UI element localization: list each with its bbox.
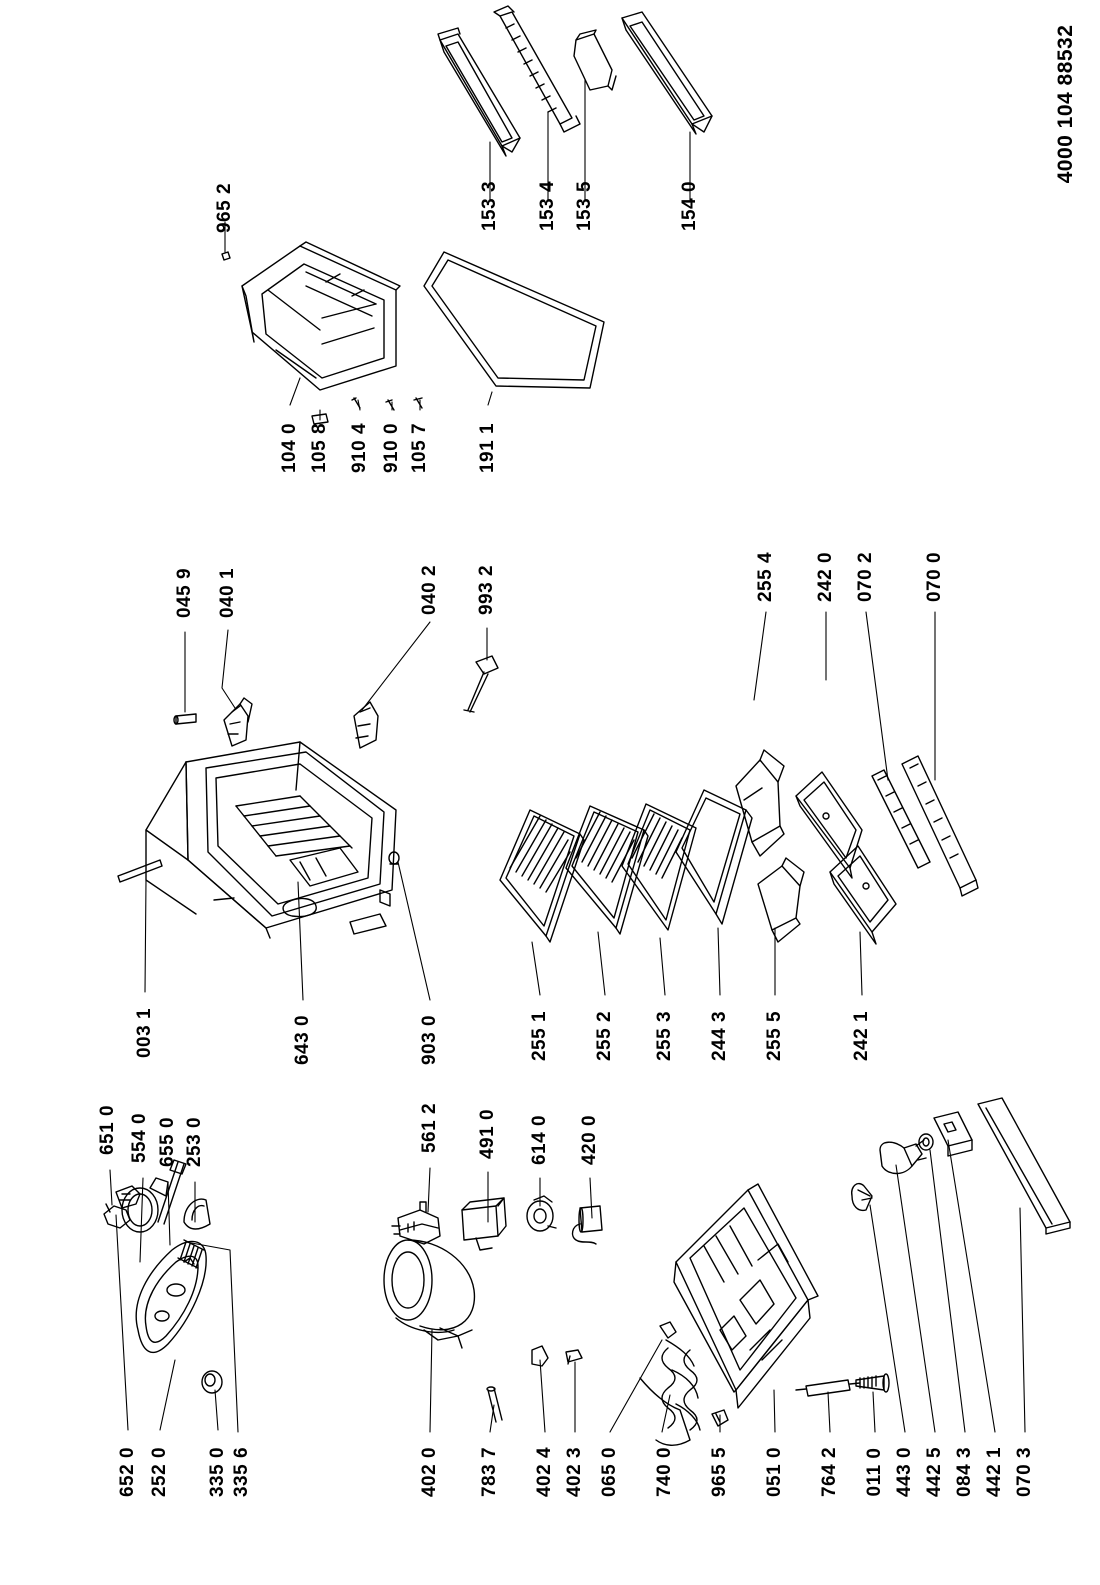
part-drawing-capacitor (571, 1205, 603, 1245)
part-drawing-fan (850, 1182, 873, 1212)
part-drawing-shelf-glass (675, 789, 753, 925)
part-drawing-clips (531, 1345, 583, 1367)
part-drawing-door-shelf-1534 (493, 5, 581, 133)
part-drawing-crisper-small-2 (757, 857, 805, 943)
part-drawing-cover (183, 1198, 211, 1230)
part-drawing-light-housing (135, 1240, 207, 1354)
part-drawing-condenser (639, 1321, 701, 1446)
part-drawing-bracket (933, 1111, 973, 1157)
part-drawing-fan-motor (879, 1139, 927, 1175)
part-drawing-spring (177, 1239, 205, 1269)
part-drawing-grommet (918, 1133, 934, 1151)
part-drawing-compressor (383, 1239, 476, 1349)
part-drawing-crisper-small (735, 749, 785, 857)
part-drawing-relay (391, 1201, 441, 1245)
part-drawing-rail-1 (871, 769, 931, 869)
part-drawing-door (241, 241, 401, 391)
part-drawing-hinge-top (223, 697, 253, 747)
part-drawing-shaft (157, 1159, 187, 1225)
part-drawing-relay-cover (461, 1197, 507, 1251)
part-drawing-long-bar (977, 1097, 1071, 1235)
part-drawing-filter-drier (795, 1379, 861, 1397)
part-drawing-shelf-1 (499, 809, 585, 943)
part-drawing-hinge-bottom (353, 701, 379, 749)
part-drawing-rail-2 (901, 755, 979, 897)
part-drawing-door-shelf-1533 (437, 27, 521, 157)
part-drawing-screw (855, 1373, 890, 1393)
leader-lines (109, 79, 1026, 1433)
part-drawing-base-tray (673, 1183, 819, 1409)
part-drawing-crisper-1 (795, 771, 863, 879)
part-drawing-door-small-parts (221, 251, 423, 425)
part-drawing-gasket (423, 251, 605, 389)
part-drawing-ring (121, 1177, 169, 1233)
part-drawing-pin (173, 713, 197, 725)
part-drawing-knob (201, 1370, 223, 1394)
part-drawing-door-shelf-1535 (573, 29, 617, 91)
part-drawing-cable (463, 655, 499, 713)
part-drawing-door-shelf-1540 (621, 11, 713, 135)
part-drawing-cabinet (117, 741, 397, 939)
part-drawing-thermal-protector (526, 1195, 557, 1232)
part-drawing-shelf-2 (565, 805, 649, 935)
part-drawing-965-5 (711, 1409, 729, 1427)
part-drawing-tube (486, 1386, 503, 1423)
part-drawing-crisper-2 (829, 845, 897, 945)
part-drawing-foot (388, 851, 400, 865)
